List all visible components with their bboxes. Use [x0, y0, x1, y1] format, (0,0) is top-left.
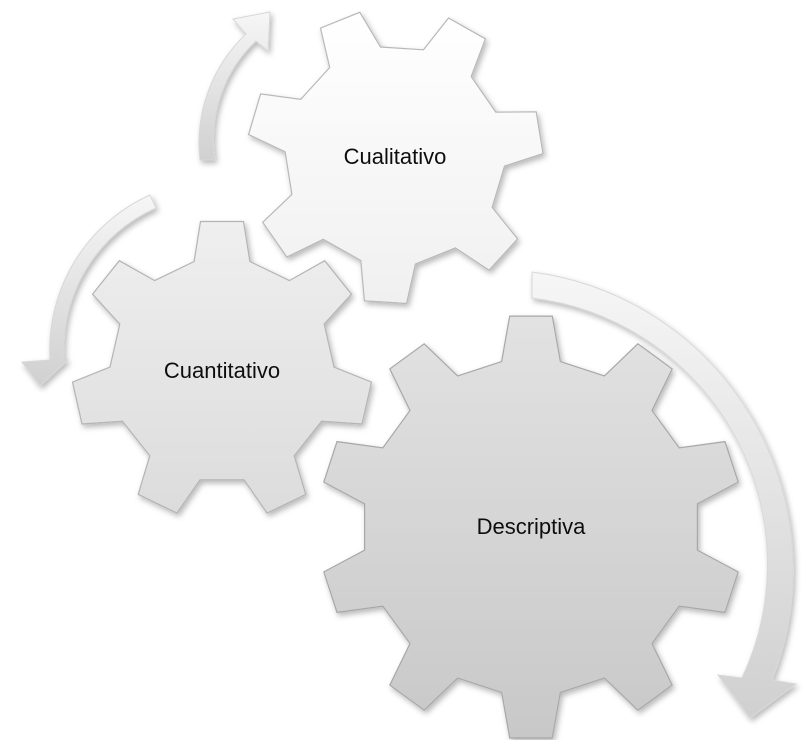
gear-cualitativo: Cualitativo [247, 11, 544, 305]
gear-cuantitativo-label: Cuantitativo [164, 358, 280, 383]
arrow-top-left [198, 11, 271, 161]
gear-cuantitativo: Cuantitativo [71, 220, 373, 514]
gear-descriptiva-label: Descriptiva [477, 514, 587, 539]
gear-descriptiva: Descriptiva [323, 315, 739, 739]
arrow-right [531, 271, 798, 719]
gear-descriptiva-shape [323, 315, 739, 739]
arrow-left [21, 194, 157, 387]
gear-cualitativo-label: Cualitativo [344, 144, 447, 169]
gear-cualitativo-shape [247, 11, 544, 305]
gear-cuantitativo-shape [71, 220, 373, 514]
